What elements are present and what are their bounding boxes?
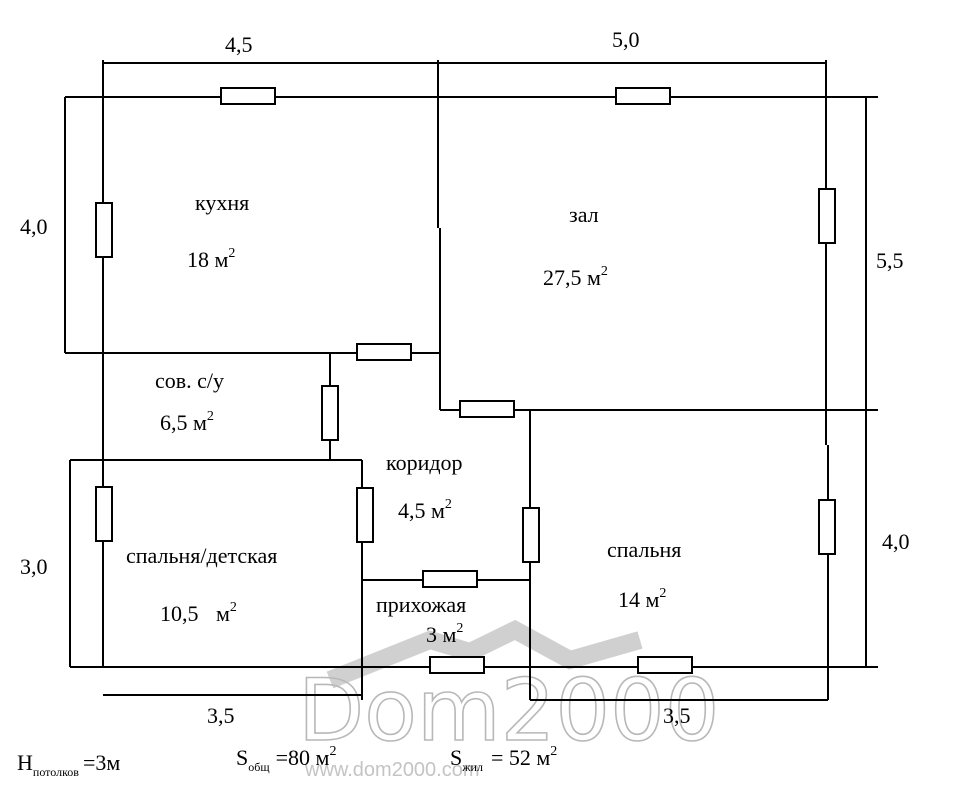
room-area-entrance: 3 м2 [426,621,463,647]
room-name-childroom: спальня/детская [126,543,277,568]
dim-left-top: 4,0 [20,214,48,239]
dim-top-right: 5,0 [612,27,640,52]
door-kitchen [356,343,412,361]
room-name-hall: зал [569,202,599,227]
dim-right-top: 5,5 [876,248,904,273]
room-area-bathroom: 6,5 м2 [160,409,214,435]
living-area: Sжил= 52 м2 [450,744,557,774]
room-area-hall: 27,5 м2 [543,264,608,290]
window-bedroom-bottom [637,656,693,674]
watermark-roof-icon [326,619,643,689]
window-kitchen-left [95,202,113,258]
watermark-url: www.dom2000.com [304,759,480,781]
entrance-door-front [429,656,485,674]
window-bedroom-right [818,499,836,555]
dim-bottom-right: 3,5 [663,703,691,728]
window-hall-top [615,87,671,105]
window-kitchen-top [220,87,276,105]
door-entrance [422,570,478,588]
room-name-kitchen: кухня [195,190,249,215]
door-bathroom [321,385,339,441]
room-area-childroom: 10,5 м2 [160,600,237,626]
room-name-bathroom: сов. с/у [155,368,224,393]
watermark-logo: Dom2000 [298,661,719,761]
dim-left-bottom: 3,0 [20,554,48,579]
window-hall-right [818,188,836,244]
dim-right-bottom: 4,0 [882,529,910,554]
room-name-corridor: коридор [386,450,463,475]
total-area: Sобщ=80 м2 [236,744,336,774]
ceiling-height: Hпотолков=3м [17,750,120,779]
openings [95,87,836,674]
door-bedroom [522,507,540,563]
room-name-entrance: прихожая [376,592,466,617]
dim-top-left: 4,5 [225,32,253,57]
room-name-bedroom: спальня [607,537,681,562]
room-area-kitchen: 18 м2 [187,246,235,272]
room-area-corridor: 4,5 м2 [398,497,452,523]
dim-bottom-left: 3,5 [207,703,235,728]
window-childroom-left [95,486,113,542]
door-childroom [356,487,374,543]
door-hall [459,400,515,418]
room-area-bedroom: 14 м2 [618,586,666,612]
